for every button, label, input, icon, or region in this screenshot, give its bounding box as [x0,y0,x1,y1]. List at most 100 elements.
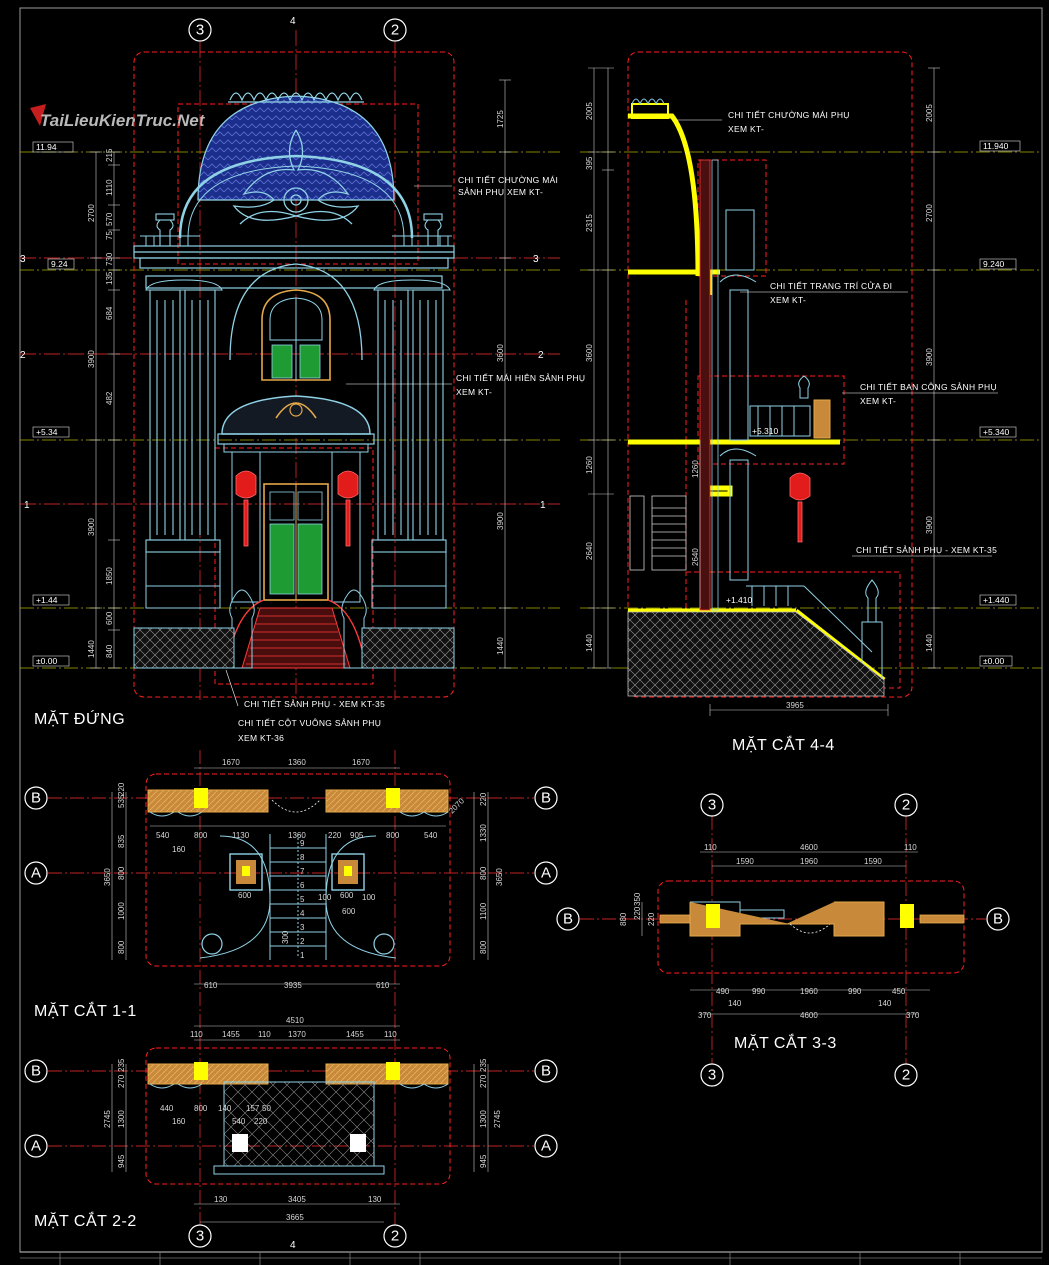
elevation-level-marker-5: ±0.00 [32,655,70,667]
grid-bubble-2-bottom-33: 2 [894,1063,918,1087]
svg-text:SẢNH PHỤ XEM KT-: SẢNH PHỤ XEM KT- [458,186,543,197]
elevation-level-marker-1: 11.94 [32,141,74,153]
svg-text:990: 990 [848,987,862,996]
section-level-markers: 11.940 9.240 +5.340 +1.440 ±0.00 +5.310 … [726,140,1021,667]
elevation-level-marker-2: 9.24 [47,258,75,270]
svg-text:160: 160 [172,845,186,854]
axis-label-2-right: 2 [538,350,544,361]
svg-text:800: 800 [386,831,400,840]
svg-text:440: 440 [160,1104,174,1113]
title-section-11: MẶT CẮT 1-1 [34,1001,137,1020]
elevation-dim-chain-right [499,79,511,669]
grid-bubble-3-top-33: 3 [700,793,724,817]
grid-bubble-A-left-11: A [24,861,48,885]
svg-text:540: 540 [156,831,170,840]
svg-text:220: 220 [647,912,656,926]
svg-text:B: B [541,790,551,807]
svg-text:130: 130 [214,1195,228,1204]
svg-text:75: 75 [105,231,114,240]
svg-text:2745: 2745 [103,1110,112,1128]
svg-text:CHI TIẾT TRANG TRÍ CỬA ĐI: CHI TIẾT TRANG TRÍ CỬA ĐI [770,280,892,291]
section-foundation-hatch [627,611,885,697]
svg-text:3: 3 [708,1067,716,1084]
svg-text:1670: 1670 [352,758,370,767]
grid-bubble-B-right-33: B [986,907,1010,931]
section-dim-texts: 2005 395 2315 3600 1260 2640 1440 2005 2… [585,102,934,710]
svg-text:800: 800 [479,940,488,954]
elevation-lobby-callout-box [214,447,374,685]
elevation-inner-columns [231,451,361,603]
section-roof-cap [631,103,669,119]
svg-text:220: 220 [328,831,342,840]
svg-text:±0.00: ±0.00 [983,656,1004,666]
svg-text:2700: 2700 [925,204,934,222]
svg-text:2640: 2640 [585,542,594,560]
plan-22-floor-pattern [223,1081,375,1167]
svg-text:110: 110 [904,843,917,852]
svg-text:1960: 1960 [800,987,818,996]
svg-text:110: 110 [704,843,717,852]
svg-text:B: B [31,790,41,807]
plan-22-callout [145,1047,451,1185]
svg-text:1440: 1440 [585,634,594,652]
plan-22-walls [147,1062,449,1089]
plan-11-stairs [199,834,397,960]
svg-text:220: 220 [254,1117,268,1126]
svg-text:220: 220 [479,792,488,806]
svg-text:2: 2 [300,937,305,946]
grid-label-4-top: 4 [290,16,296,27]
svg-text:1670: 1670 [222,758,240,767]
plan-33-dims [641,851,930,1015]
svg-text:100: 100 [362,893,376,902]
svg-text:600: 600 [238,891,252,900]
axis-label-3-right: 3 [533,254,539,265]
svg-text:1440: 1440 [496,637,505,655]
svg-text:11.940: 11.940 [983,141,1009,151]
svg-text:2315: 2315 [585,214,594,232]
svg-text:1360: 1360 [288,831,306,840]
svg-text:800: 800 [194,1104,208,1113]
svg-text:1130: 1130 [232,831,250,840]
svg-text:2005: 2005 [925,104,934,122]
grid-bubble-2-bottom: 2 [383,1224,407,1248]
svg-text:140: 140 [878,999,892,1008]
svg-text:CHI TIẾT CHƯỜNG MÁI: CHI TIẾT CHƯỜNG MÁI [458,175,558,185]
svg-text:840: 840 [105,644,114,658]
elevation-outline-box [133,51,455,698]
elevation-arched-window [229,263,363,381]
plan-11-axes [48,750,534,1230]
svg-text:CHI TIẾT SẢNH PHỤ - XEM KT-35: CHI TIẾT SẢNH PHỤ - XEM KT-35 [856,544,997,555]
svg-text:4600: 4600 [800,843,818,852]
svg-text:880: 880 [619,912,628,926]
section-dim-chains [588,67,940,716]
svg-text:1260: 1260 [691,460,700,478]
elevation-dim-chain-left [90,151,120,669]
elevation-view: 11.94 9.24 +5.34 +1.44 ±0.00 3 3 2 2 1 1 [20,30,1042,743]
svg-text:3650: 3650 [495,868,504,886]
plan-22-view: B B A A 4510 110 [24,1016,558,1251]
svg-text:A: A [541,1138,551,1155]
elevation-top-balustrade [140,235,452,246]
svg-text:3900: 3900 [496,512,505,530]
svg-text:220: 220 [117,782,126,796]
grid-bubble-B-left-11: B [24,786,48,810]
elevation-front-steps [225,599,367,669]
svg-text:XEM KT-: XEM KT- [770,295,806,305]
svg-text:370: 370 [906,1011,920,1020]
grid-bubble-3-bottom: 3 [188,1224,212,1248]
svg-text:370: 370 [698,1011,712,1020]
elevation-arch-pediment [178,154,414,239]
svg-text:11.94: 11.94 [36,142,57,152]
svg-text:3405: 3405 [288,1195,306,1204]
svg-text:110: 110 [190,1030,203,1039]
svg-text:CHI TIẾT MÁI HIÊN SẢNH PHỤ: CHI TIẾT MÁI HIÊN SẢNH PHỤ [456,372,585,383]
plan-22-dims [111,1025,489,1223]
svg-text:+1.44: +1.44 [36,595,58,605]
svg-text:270: 270 [117,1074,126,1088]
title-section-22: MẶT CẮT 2-2 [34,1211,137,1230]
svg-text:215: 215 [105,148,114,162]
svg-text:CHI TIẾT SẢNH PHỤ - XEM KT-35: CHI TIẾT SẢNH PHỤ - XEM KT-35 [244,698,385,709]
section-column-detail [719,209,757,581]
section-balcony [749,375,831,439]
svg-text:1440: 1440 [925,634,934,652]
